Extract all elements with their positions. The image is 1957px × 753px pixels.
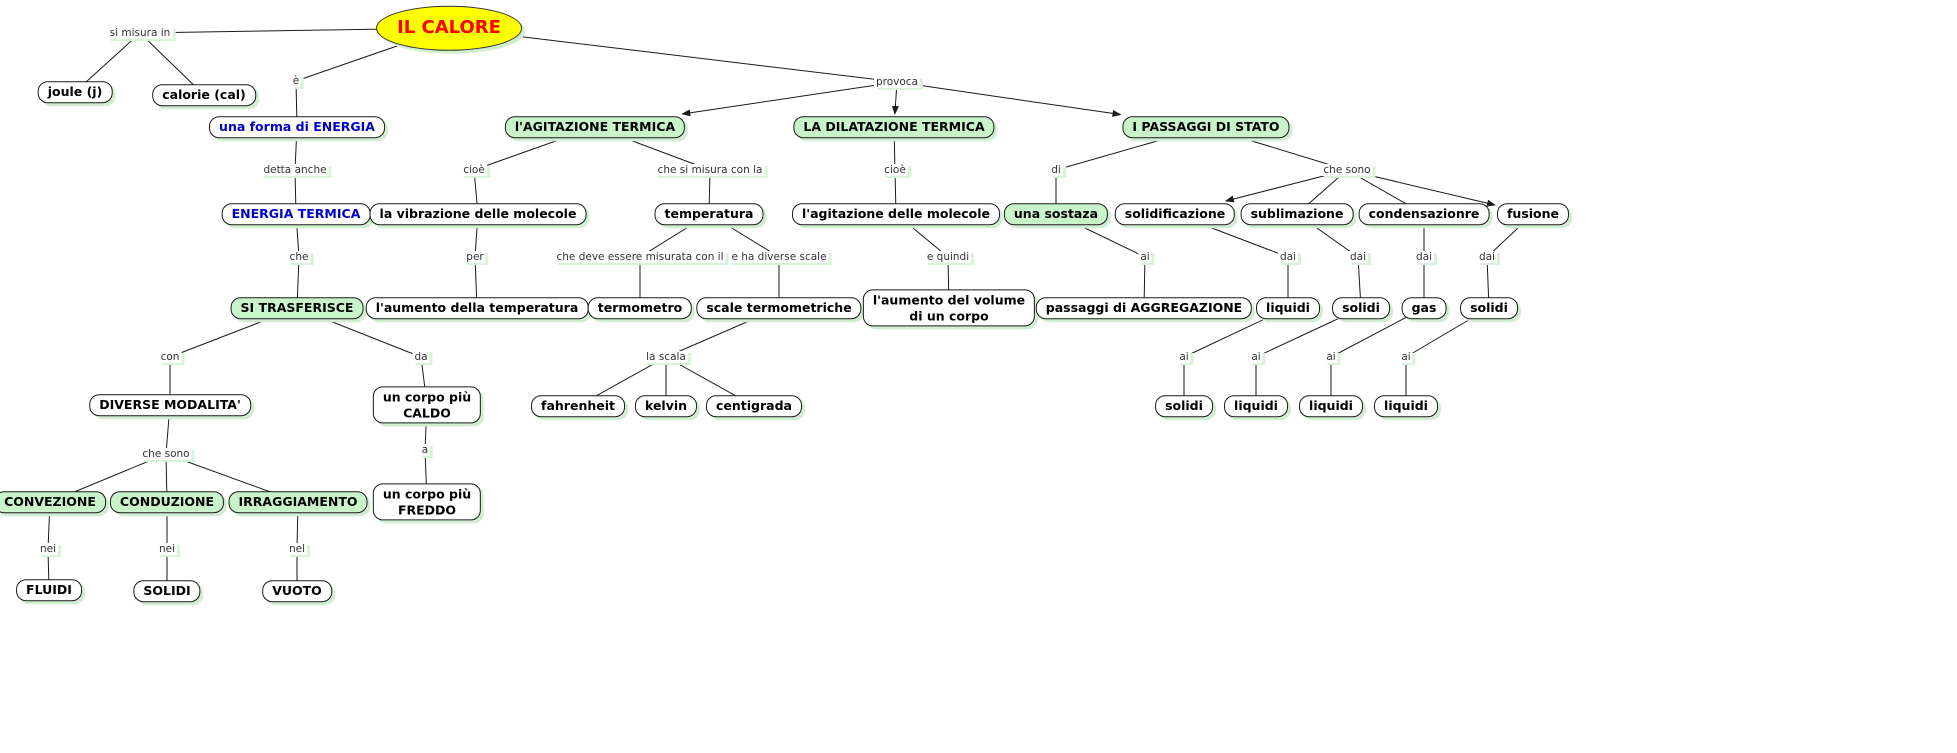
node-liquidi-4[interactable]: liquidi — [1374, 395, 1438, 417]
node-termometro[interactable]: termometro — [587, 297, 693, 319]
node-passaggi-di-stato[interactable]: I PASSAGGI DI STATO — [1122, 116, 1290, 138]
connector — [681, 81, 898, 117]
edge-label-lbl-che[interactable]: che — [287, 251, 311, 263]
node-aumento-volume[interactable]: l'aumento del volume di un corpo — [862, 289, 1036, 327]
node-temperatura[interactable]: temperatura — [654, 203, 764, 225]
node-una-sostaza[interactable]: una sostaza — [1003, 203, 1109, 225]
node-passaggi-aggregazione[interactable]: passaggi di AGGREGAZIONE — [1035, 297, 1253, 319]
node-solidificazione[interactable]: solidificazione — [1114, 203, 1236, 225]
node-agitazione-molecole[interactable]: l'agitazione delle molecole — [791, 203, 1001, 225]
edge-label-lbl-da[interactable]: da — [412, 351, 430, 363]
node-dilatazione-termica[interactable]: LA DILATAZIONE TERMICA — [793, 116, 995, 138]
edge-label-lbl-dai-2[interactable]: dai — [1347, 251, 1369, 263]
connector — [448, 27, 898, 83]
node-agitazione-termica[interactable]: l'AGITAZIONE TERMICA — [504, 116, 686, 138]
node-convezione[interactable]: CONVEZIONE — [0, 491, 106, 513]
edge-label-lbl-nel[interactable]: nel — [286, 543, 308, 555]
node-corpo-caldo[interactable]: un corpo più CALDO — [372, 386, 482, 424]
edge-label-lbl-nei-1[interactable]: nei — [37, 543, 59, 555]
node-kelvin[interactable]: kelvin — [634, 395, 698, 417]
edge-label-lbl-che-sono-1[interactable]: che sono — [140, 448, 192, 460]
edge-label-lbl-si-misura-in[interactable]: si misura in — [107, 27, 173, 39]
edge-label-lbl-ai-2[interactable]: ai — [1177, 351, 1191, 363]
edge-label-lbl-scale[interactable]: e ha diverse scale — [729, 251, 829, 263]
edge-label-lbl-dai-4[interactable]: dai — [1476, 251, 1498, 263]
edge-label-lbl-e[interactable]: è — [290, 75, 302, 87]
node-liquidi-3[interactable]: liquidi — [1299, 395, 1363, 417]
edge-label-lbl-ai-4[interactable]: ai — [1324, 351, 1338, 363]
node-vibrazione-molecole[interactable]: la vibrazione delle molecole — [369, 203, 587, 225]
node-il-calore[interactable]: IL CALORE — [376, 5, 522, 51]
node-sublimazione[interactable]: sublimazione — [1240, 203, 1354, 225]
edge-label-lbl-e-quindi[interactable]: e quindi — [924, 251, 972, 263]
edge-label-lbl-nei-2[interactable]: nei — [156, 543, 178, 555]
edge-label-lbl-la-scala[interactable]: la scala — [644, 351, 688, 363]
node-solidi-4[interactable]: SOLIDI — [133, 580, 201, 602]
node-fahrenheit[interactable]: fahrenheit — [531, 395, 625, 417]
node-liquidi-1[interactable]: liquidi — [1256, 297, 1320, 319]
node-energia-termica[interactable]: ENERGIA TERMICA — [221, 203, 371, 225]
node-solidi-1[interactable]: solidi — [1332, 297, 1390, 319]
node-irraggiamento[interactable]: IRRAGGIAMENTO — [228, 491, 368, 513]
node-si-trasferisce[interactable]: SI TRASFERISCE — [230, 297, 364, 319]
edge-label-lbl-a[interactable]: a — [419, 444, 431, 456]
node-aumento-temperatura[interactable]: l'aumento della temperatura — [365, 297, 589, 319]
connector — [896, 81, 1122, 117]
edge-label-lbl-ai-5[interactable]: ai — [1399, 351, 1413, 363]
edge-label-lbl-cioe-1[interactable]: cioè — [461, 164, 487, 176]
node-fusione[interactable]: fusione — [1496, 203, 1570, 225]
node-solidi-2[interactable]: solidi — [1460, 297, 1518, 319]
node-vuoto[interactable]: VUOTO — [262, 580, 332, 602]
edge-label-lbl-ai-3[interactable]: ai — [1249, 351, 1263, 363]
node-condensazionre[interactable]: condensazionre — [1358, 203, 1490, 225]
node-fluidi[interactable]: FLUIDI — [16, 579, 82, 601]
node-scale-termometriche[interactable]: scale termometriche — [696, 297, 862, 319]
edge-label-lbl-che-si-misura[interactable]: che si misura con la — [655, 164, 765, 176]
edge-label-lbl-provoca[interactable]: provoca — [873, 76, 921, 88]
edge-label-lbl-per[interactable]: per — [464, 251, 486, 263]
node-calorie[interactable]: calorie (cal) — [152, 84, 256, 106]
edge-label-lbl-dai-1[interactable]: dai — [1277, 251, 1299, 263]
edge-label-lbl-dai-3[interactable]: dai — [1413, 251, 1435, 263]
edge-label-lbl-di[interactable]: di — [1049, 164, 1063, 176]
node-corpo-freddo[interactable]: un corpo più FREDDO — [372, 483, 482, 521]
node-solidi-3[interactable]: solidi — [1155, 395, 1213, 417]
node-conduzione[interactable]: CONDUZIONE — [109, 491, 225, 513]
node-diverse-modalita[interactable]: DIVERSE MODALITA' — [89, 394, 251, 416]
edge-label-lbl-cioe-2[interactable]: cioè — [882, 164, 908, 176]
node-gas[interactable]: gas — [1401, 297, 1447, 319]
node-joule[interactable]: joule (j) — [37, 81, 113, 103]
edge-label-lbl-misurata[interactable]: che deve essere misurata con il — [554, 251, 726, 263]
edge-label-lbl-detta-anche[interactable]: detta anche — [261, 164, 329, 176]
node-centigrada[interactable]: centigrada — [706, 395, 802, 417]
edge-label-lbl-con[interactable]: con — [158, 351, 182, 363]
edge-label-lbl-ai-1[interactable]: ai — [1138, 251, 1152, 263]
node-una-forma-di-energia[interactable]: una forma di ENERGIA — [209, 116, 385, 138]
edge-label-lbl-che-sono-2[interactable]: che sono — [1321, 164, 1373, 176]
node-liquidi-2[interactable]: liquidi — [1224, 395, 1288, 417]
